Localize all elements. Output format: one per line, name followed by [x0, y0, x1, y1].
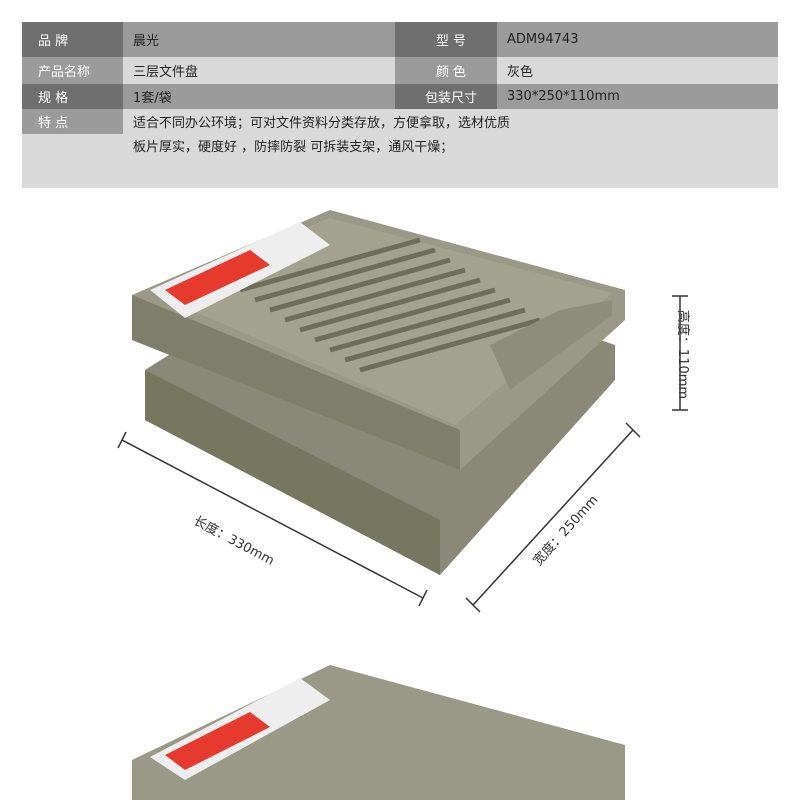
feature-line-1: 适合不同办公环境；可对文件资料分类存放，方便拿取，选材优质	[133, 116, 511, 131]
brand-label-text: 品 牌	[38, 34, 69, 49]
dimension-lines	[117, 295, 688, 613]
model-label: 型 号	[395, 22, 497, 57]
color-label: 颜 色	[395, 57, 497, 84]
spec-table: 品 牌 晨光 型 号 ADM94743 产品名称 三层文件盘 颜 色 灰色 规 …	[22, 22, 778, 188]
tray-top	[132, 210, 625, 470]
feature-text: 适合不同办公环境；可对文件资料分类存放，方便拿取，选材优质 板片厚实，硬度好 ，…	[133, 112, 510, 160]
name-value: 三层文件盘	[123, 57, 395, 84]
tray-second-photo	[132, 665, 625, 800]
model-value: ADM94743	[497, 22, 778, 57]
spec-value: 1套/袋	[123, 84, 395, 109]
feature-line-2: 板片厚实，硬度好 ，防摔防裂 可拆装支架，通风干燥；	[133, 140, 454, 155]
pack-label: 包装尺寸	[395, 84, 497, 109]
brand-label: 品 牌	[22, 22, 123, 57]
height-dimension-label: 高度：110mm	[675, 309, 691, 400]
brand-value: 晨光	[123, 22, 395, 57]
pack-value: 330*250*110mm	[497, 84, 778, 109]
color-value: 灰色	[497, 57, 778, 84]
feature-label: 特 点	[22, 109, 123, 134]
name-label: 产品名称	[22, 57, 123, 84]
spec-label: 规 格	[22, 84, 123, 109]
